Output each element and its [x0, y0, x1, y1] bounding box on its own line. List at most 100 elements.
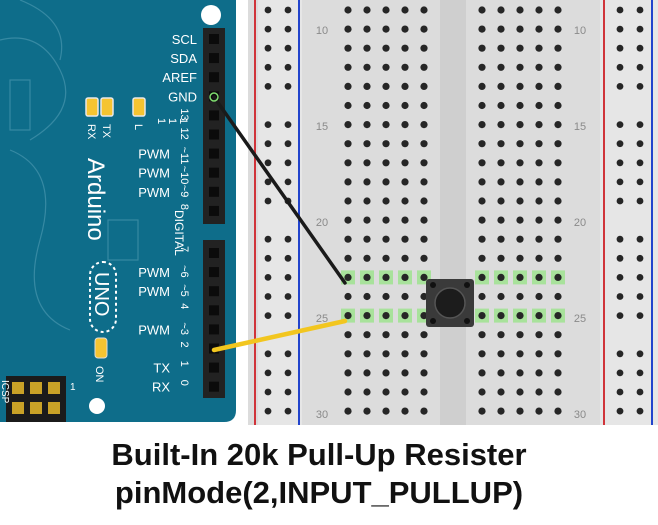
breadboard-hole[interactable] — [516, 63, 524, 71]
breadboard-hole[interactable] — [535, 178, 543, 186]
rail-hole[interactable] — [636, 350, 644, 358]
breadboard-hole[interactable] — [554, 44, 562, 52]
rail-hole[interactable] — [636, 312, 644, 319]
breadboard-hole[interactable] — [554, 235, 562, 243]
rail-hole[interactable] — [264, 254, 272, 262]
breadboard-hole[interactable] — [344, 63, 352, 71]
breadboard-hole[interactable] — [344, 235, 352, 243]
header-pin[interactable] — [209, 205, 219, 216]
rail-hole[interactable] — [616, 254, 624, 262]
breadboard-hole[interactable] — [344, 121, 352, 129]
rail-hole[interactable] — [264, 159, 272, 167]
rail-hole[interactable] — [284, 274, 292, 281]
rail-hole[interactable] — [284, 25, 292, 33]
rail-hole[interactable] — [264, 140, 272, 148]
breadboard-hole[interactable] — [382, 350, 390, 358]
breadboard-hole[interactable] — [554, 254, 562, 262]
breadboard-hole[interactable] — [535, 350, 543, 358]
rail-hole[interactable] — [284, 235, 292, 243]
rail-hole[interactable] — [264, 44, 272, 52]
rail-hole[interactable] — [264, 274, 272, 281]
breadboard-hole[interactable] — [535, 121, 543, 129]
breadboard-hole[interactable] — [420, 388, 428, 396]
push-button[interactable] — [426, 279, 474, 327]
breadboard-hole[interactable] — [516, 292, 524, 301]
breadboard-hole[interactable] — [420, 350, 428, 358]
breadboard-hole[interactable] — [382, 235, 390, 243]
breadboard-hole[interactable] — [554, 369, 562, 377]
breadboard-hole[interactable] — [344, 388, 352, 396]
breadboard-hole[interactable] — [401, 312, 409, 320]
breadboard-hole[interactable] — [401, 216, 409, 224]
breadboard-hole[interactable] — [478, 331, 486, 339]
breadboard-hole[interactable] — [516, 159, 524, 167]
breadboard-hole[interactable] — [478, 197, 486, 205]
breadboard-hole[interactable] — [497, 82, 505, 90]
breadboard-hole[interactable] — [363, 6, 371, 14]
breadboard-hole[interactable] — [516, 82, 524, 90]
rail-hole[interactable] — [616, 312, 624, 319]
breadboard-hole[interactable] — [344, 216, 352, 224]
breadboard-hole[interactable] — [382, 273, 390, 281]
breadboard-hole[interactable] — [535, 235, 543, 243]
breadboard-hole[interactable] — [363, 369, 371, 377]
rail-hole[interactable] — [616, 83, 624, 90]
breadboard-hole[interactable] — [478, 407, 486, 415]
breadboard-hole[interactable] — [401, 121, 409, 129]
header-pin[interactable] — [209, 248, 219, 258]
breadboard-hole[interactable] — [478, 312, 486, 320]
header-pin[interactable] — [209, 381, 219, 392]
header-pin[interactable] — [209, 129, 219, 140]
breadboard-hole[interactable] — [344, 407, 352, 415]
breadboard-hole[interactable] — [535, 216, 543, 224]
breadboard-hole[interactable] — [478, 350, 486, 358]
breadboard-hole[interactable] — [344, 350, 352, 358]
breadboard-hole[interactable] — [478, 292, 486, 301]
breadboard-hole[interactable] — [516, 178, 524, 186]
rail-hole[interactable] — [636, 159, 644, 167]
breadboard-hole[interactable] — [363, 331, 371, 339]
rail-hole[interactable] — [636, 25, 644, 33]
breadboard-hole[interactable] — [497, 312, 505, 320]
breadboard-hole[interactable] — [401, 140, 409, 148]
breadboard-hole[interactable] — [363, 235, 371, 243]
rail-hole[interactable] — [284, 83, 292, 90]
breadboard-hole[interactable] — [382, 25, 390, 33]
breadboard-hole[interactable] — [516, 407, 524, 415]
breadboard-hole[interactable] — [554, 6, 562, 14]
breadboard-hole[interactable] — [420, 216, 428, 224]
breadboard-hole[interactable] — [497, 273, 505, 281]
breadboard-hole[interactable] — [382, 159, 390, 167]
rail-hole[interactable] — [616, 25, 624, 33]
rail-hole[interactable] — [284, 121, 292, 128]
rail-hole[interactable] — [636, 140, 644, 148]
breadboard-hole[interactable] — [401, 350, 409, 358]
breadboard-hole[interactable] — [420, 292, 428, 301]
rail-hole[interactable] — [636, 369, 644, 377]
pin2-wire[interactable] — [211, 318, 348, 353]
breadboard-hole[interactable] — [363, 312, 371, 320]
breadboard-hole[interactable] — [516, 254, 524, 262]
rail-hole[interactable] — [616, 63, 624, 71]
header-pin[interactable] — [209, 286, 219, 297]
header-pin[interactable] — [209, 186, 219, 197]
rail-hole[interactable] — [636, 235, 644, 243]
breadboard-hole[interactable] — [554, 197, 562, 205]
breadboard-hole[interactable] — [535, 140, 543, 148]
breadboard-hole[interactable] — [535, 63, 543, 71]
header-pin[interactable] — [209, 324, 219, 335]
breadboard-hole[interactable] — [363, 25, 371, 33]
breadboard-hole[interactable] — [401, 101, 409, 110]
breadboard-hole[interactable] — [363, 407, 371, 415]
breadboard-hole[interactable] — [535, 388, 543, 396]
rail-hole[interactable] — [284, 178, 292, 186]
rail-hole[interactable] — [636, 407, 644, 415]
breadboard-hole[interactable] — [344, 140, 352, 148]
breadboard-hole[interactable] — [420, 101, 428, 110]
breadboard-hole[interactable] — [344, 44, 352, 52]
breadboard-hole[interactable] — [382, 216, 390, 224]
breadboard-hole[interactable] — [382, 6, 390, 14]
rail-hole[interactable] — [636, 178, 644, 186]
breadboard-hole[interactable] — [497, 388, 505, 396]
breadboard-hole[interactable] — [478, 63, 486, 71]
